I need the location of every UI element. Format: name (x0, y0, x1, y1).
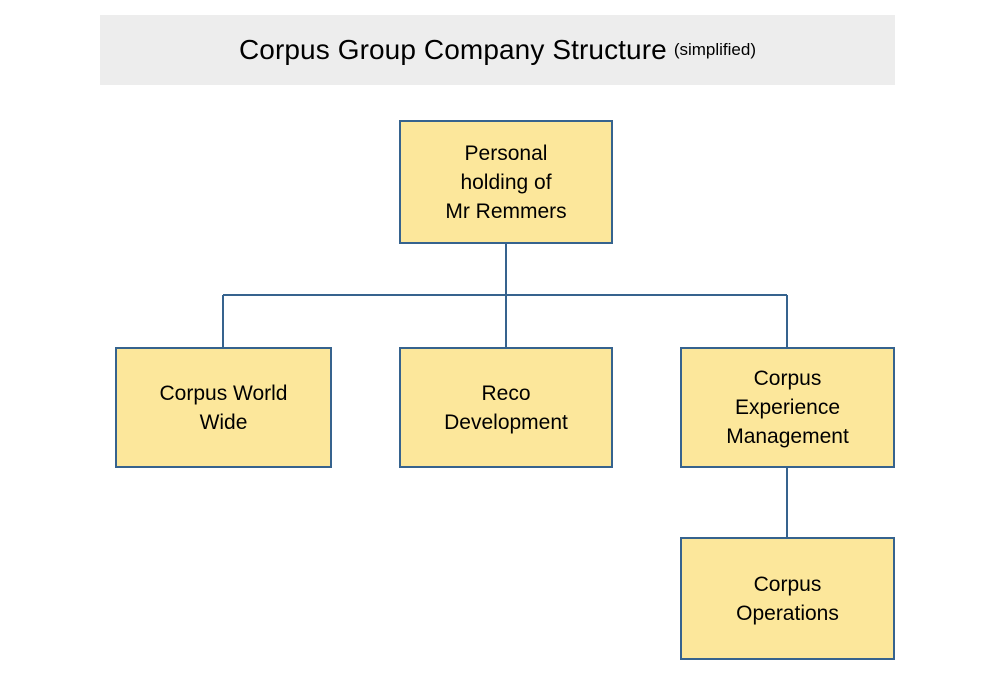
org-node-corpus-experience-management[interactable]: Corpus Experience Management (680, 347, 895, 468)
org-node-label: Corpus Experience Management (726, 367, 849, 448)
org-node-label: Corpus Operations (736, 572, 839, 625)
org-node-label: Reco Development (444, 381, 568, 434)
title-banner: Corpus Group Company Structure (simplifi… (100, 15, 895, 85)
org-node-corpus-operations[interactable]: Corpus Operations (680, 537, 895, 660)
org-node-personal-holding[interactable]: Personal holding of Mr Remmers (399, 120, 613, 244)
page-title-suffix: (simplified) (673, 40, 757, 59)
org-node-corpus-world-wide[interactable]: Corpus World Wide (115, 347, 332, 468)
org-node-label: Corpus World Wide (159, 381, 288, 434)
org-node-reco-development[interactable]: Reco Development (399, 347, 613, 468)
org-node-label: Personal holding of Mr Remmers (445, 141, 567, 223)
page-title: Corpus Group Company Structure (238, 34, 667, 65)
